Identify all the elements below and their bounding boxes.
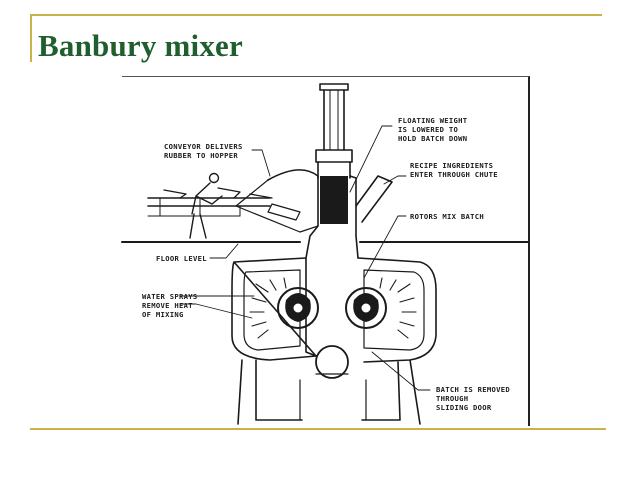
svg-text:OF MIXING: OF MIXING bbox=[142, 310, 184, 319]
label-recipe: RECIPE INGREDIENTS ENTER THROUGH CHUTE bbox=[410, 161, 498, 179]
label-water-sprays: WATER SPRAYS REMOVE HEAT OF MIXING bbox=[142, 292, 198, 319]
top-rule bbox=[30, 14, 602, 16]
rotor-left bbox=[277, 287, 319, 329]
svg-text:BATCH IS REMOVED: BATCH IS REMOVED bbox=[436, 385, 510, 394]
label-floor: FLOOR LEVEL bbox=[156, 254, 207, 263]
floating-weight-cylinder bbox=[315, 83, 353, 179]
svg-text:RUBBER TO HOPPER: RUBBER TO HOPPER bbox=[164, 151, 238, 160]
label-floating-weight: FLOATING WEIGHT IS LOWERED TO HOLD BATCH… bbox=[398, 116, 468, 143]
svg-text:IS LOWERED TO: IS LOWERED TO bbox=[398, 125, 458, 134]
svg-text:THROUGH: THROUGH bbox=[436, 394, 468, 403]
svg-text:SLIDING DOOR: SLIDING DOOR bbox=[436, 403, 492, 412]
chute bbox=[355, 175, 393, 223]
sliding-door bbox=[315, 345, 349, 379]
svg-text:ROTORS MIX BATCH: ROTORS MIX BATCH bbox=[410, 212, 484, 221]
water-sprays-left bbox=[249, 277, 287, 339]
floating-weight bbox=[320, 176, 348, 224]
svg-text:ENTER THROUGH CHUTE: ENTER THROUGH CHUTE bbox=[410, 170, 498, 179]
svg-text:FLOOR LEVEL: FLOOR LEVEL bbox=[156, 254, 207, 263]
conveyor bbox=[147, 187, 301, 221]
svg-text:REMOVE HEAT: REMOVE HEAT bbox=[142, 301, 193, 310]
label-rotors: ROTORS MIX BATCH bbox=[410, 212, 484, 221]
left-accent-rule bbox=[30, 14, 32, 62]
svg-text:CONVEYOR DELIVERS: CONVEYOR DELIVERS bbox=[164, 142, 243, 151]
svg-text:WATER SPRAYS: WATER SPRAYS bbox=[142, 292, 198, 301]
mixer-base bbox=[237, 359, 421, 425]
label-conveyor: CONVEYOR DELIVERS RUBBER TO HOPPER bbox=[164, 142, 243, 160]
leader-lines bbox=[179, 125, 431, 391]
svg-text:RECIPE INGREDIENTS: RECIPE INGREDIENTS bbox=[410, 161, 493, 170]
svg-text:FLOATING WEIGHT: FLOATING WEIGHT bbox=[398, 116, 468, 125]
label-batch-removed: BATCH IS REMOVED THROUGH SLIDING DOOR bbox=[436, 385, 510, 412]
worker-figure bbox=[189, 172, 223, 239]
water-sprays-right bbox=[379, 277, 417, 339]
rotor-right bbox=[345, 287, 387, 329]
svg-text:HOLD BATCH DOWN: HOLD BATCH DOWN bbox=[398, 134, 467, 143]
bottom-rule bbox=[30, 428, 606, 430]
diagram-frame bbox=[122, 76, 530, 426]
slide-title: Banbury mixer bbox=[38, 28, 243, 63]
hopper bbox=[267, 169, 359, 259]
